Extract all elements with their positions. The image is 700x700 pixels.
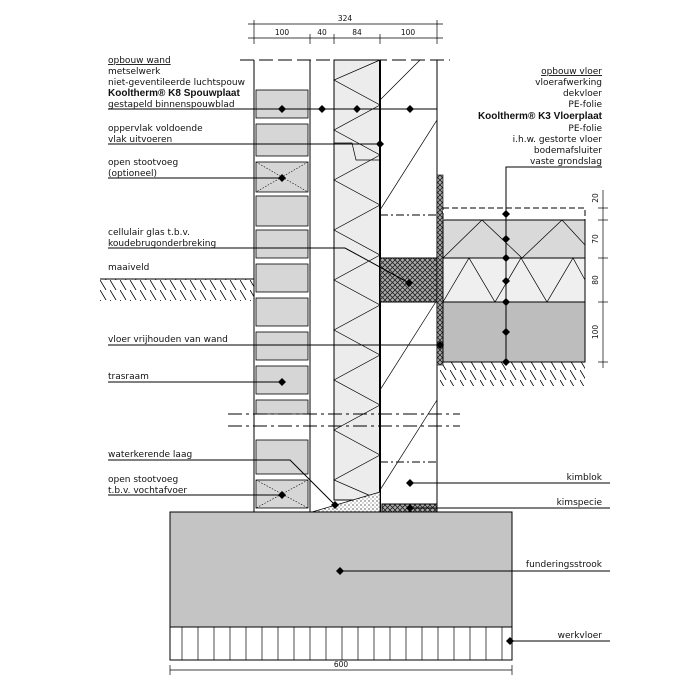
dim-inner-leaf: 100 xyxy=(401,28,416,37)
leader-dot-icon xyxy=(405,279,413,287)
brick xyxy=(255,297,309,327)
dim-total-wall: 324 xyxy=(338,14,353,23)
label-cellular-glass: cellulair glas t.b.v. xyxy=(108,228,190,238)
dim-cavity: 40 xyxy=(317,28,327,37)
label-wall-title: opbouw wand xyxy=(108,56,171,66)
floor-dimensions: 20 70 80 100 xyxy=(591,190,608,368)
label-surface: oppervlak voldoende xyxy=(108,124,203,134)
inner-leaf xyxy=(379,59,444,513)
brick xyxy=(255,439,309,475)
open-joint-cross xyxy=(255,479,309,509)
edge-strip xyxy=(436,174,444,366)
label-open-joint-drain: t.b.v. vochtafvoer xyxy=(108,486,187,496)
label-blinding: werkvloer xyxy=(558,631,603,641)
leader-dot-icon xyxy=(502,235,510,243)
leader-dot-icon xyxy=(506,637,514,645)
dim-brick: 100 xyxy=(275,28,290,37)
label-wall-line: niet-geventileerde luchtspouw xyxy=(108,78,245,88)
label-floor-line: i.h.w. gestorte vloer xyxy=(513,135,603,145)
label-floor-line: Kooltherm® K3 Vloerplaat xyxy=(478,111,603,122)
leader-dot-icon xyxy=(318,105,326,113)
dim-foundation: 600 xyxy=(334,660,349,669)
label-floor-line: vaste grondslag xyxy=(530,157,602,167)
leader-dot-icon xyxy=(502,328,510,336)
label-floor-line: vloerafwerking xyxy=(535,78,602,88)
label-floor-line: PE-folie xyxy=(568,124,602,134)
dim-layer-3: 80 xyxy=(591,275,600,285)
leader-dot-icon xyxy=(502,298,510,306)
brick xyxy=(255,399,309,415)
leader-dot-icon xyxy=(331,501,339,509)
label-open-joint: open stootvoeg xyxy=(108,158,178,168)
label-damp-course: waterkerende laag xyxy=(108,450,192,460)
label-floor-line: dekvloer xyxy=(563,89,602,99)
leader-dot-icon xyxy=(502,358,510,366)
leader-markers xyxy=(278,105,514,645)
leader-dot-icon xyxy=(353,105,361,113)
label-kimspecie: kimspecie xyxy=(557,498,603,508)
brick xyxy=(255,195,309,227)
leader-lines xyxy=(108,108,610,642)
dim-insulation: 84 xyxy=(352,28,362,37)
leader-dot-icon xyxy=(502,277,510,285)
ground-under-floor xyxy=(437,362,585,386)
brick xyxy=(255,229,309,259)
dim-layer-2: 70 xyxy=(591,234,600,244)
leader-dot-icon xyxy=(278,378,286,386)
label-wall-line: gestapeld binnenspouwblad xyxy=(108,100,235,110)
label-kimblok: kimblok xyxy=(567,473,603,483)
brick xyxy=(255,123,309,157)
label-surface: vlak uitvoeren xyxy=(108,135,172,145)
label-ground-level: maaiveld xyxy=(108,263,149,273)
ground-outside xyxy=(100,278,254,301)
label-wall-line: metselwerk xyxy=(108,67,161,77)
label-open-joint-drain: open stootvoeg xyxy=(108,475,178,485)
label-cellular-glass: koudebrugonderbreking xyxy=(108,239,216,249)
leader-dot-icon xyxy=(336,567,344,575)
right-labels: opbouw vloer vloerafwerking dekvloer PE-… xyxy=(478,67,603,641)
leader-dot-icon xyxy=(406,479,414,487)
floor-layers xyxy=(442,207,586,363)
leader-dot-icon xyxy=(502,210,510,218)
dim-layer-1: 20 xyxy=(591,193,600,203)
leader-dot-icon xyxy=(406,504,414,512)
label-floor-line: PE-folie xyxy=(568,100,602,110)
leader-dot-icon xyxy=(376,140,384,148)
label-floor-title: opbouw vloer xyxy=(541,67,602,77)
brick xyxy=(255,263,309,293)
leader-dot-icon xyxy=(406,105,414,113)
left-labels: opbouw wand metselwerk niet-geventileerd… xyxy=(108,56,245,496)
leader-dot-icon xyxy=(436,341,444,349)
label-floor-clear: vloer vrijhouden van wand xyxy=(108,335,228,345)
dim-layer-4: 100 xyxy=(591,325,600,340)
top-dimensions: 324 100 40 84 100 xyxy=(248,14,443,44)
leader-dot-icon xyxy=(278,105,286,113)
leader-dot-icon xyxy=(278,491,286,499)
label-tras-course: trasraam xyxy=(108,372,149,382)
label-floor-line: bodemafsluiter xyxy=(534,146,602,156)
leader-dot-icon xyxy=(502,254,510,262)
leader-dot-icon xyxy=(278,174,286,182)
label-open-joint: (optioneel) xyxy=(108,169,157,179)
brick xyxy=(255,331,309,361)
k8-cavity-board xyxy=(333,59,381,501)
brick xyxy=(255,89,309,119)
label-foundation: funderingsstrook xyxy=(526,560,603,570)
outer-brick-leaf xyxy=(253,60,311,512)
label-wall-line: Kooltherm® K8 Spouwplaat xyxy=(108,88,240,99)
blinding-layer xyxy=(169,626,513,661)
